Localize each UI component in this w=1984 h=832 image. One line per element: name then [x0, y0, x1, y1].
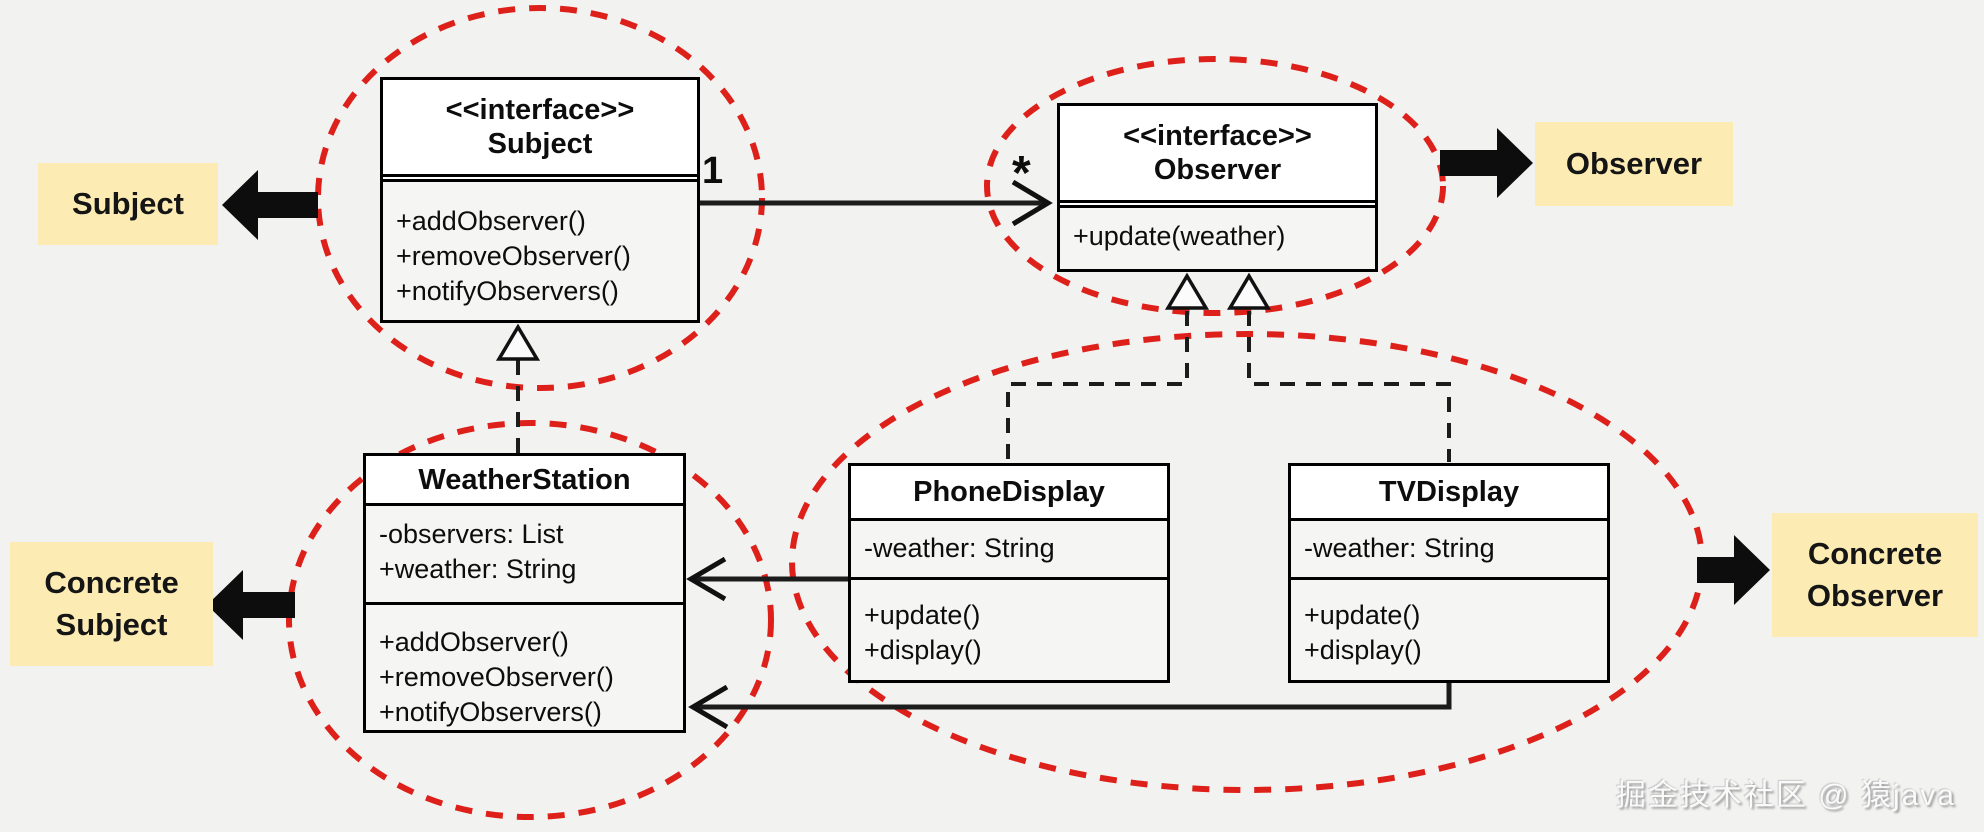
concrete-subject-callout-arrow-icon — [207, 570, 295, 640]
subject-group-ellipse — [315, 5, 765, 391]
stereotype-label: <<interface>> — [1123, 120, 1312, 152]
multiplicity-one: 1 — [702, 150, 724, 192]
method-item: +notifyObservers() — [379, 697, 602, 727]
class-title-tvdisplay: TVDisplay — [1291, 466, 1607, 521]
tvdisplay-weatherstation-line — [694, 682, 1452, 710]
watermark-text: 掘金技术社区 @ 猿java — [1615, 779, 1956, 812]
role-label-text: Subject — [55, 607, 168, 642]
role-label-subject: Subject — [38, 163, 218, 245]
method-item: +removeObserver() — [396, 241, 631, 271]
class-name: PhoneDisplay — [913, 476, 1105, 508]
methods-compartment-tvdisplay: +update() +display() — [1291, 580, 1607, 668]
method-item: +addObserver() — [396, 206, 586, 236]
tvdisplay-weatherstation-arrowhead-icon — [688, 684, 729, 730]
method-item: +display() — [1304, 635, 1422, 665]
role-label-text: Observer — [1806, 578, 1944, 613]
role-label-text: Subject — [72, 186, 184, 221]
subject-callout-arrow-icon — [222, 170, 318, 240]
role-label-observer: Observer — [1535, 122, 1733, 206]
methods-compartment-phonedisplay: +update() +display() — [851, 580, 1167, 668]
class-box-phonedisplay: PhoneDisplay -weather: String +update() … — [848, 463, 1170, 683]
role-label-text: Observer — [1565, 146, 1703, 181]
interface-divider — [1060, 203, 1375, 208]
method-item: +addObserver() — [379, 627, 569, 657]
multiplicity-many: * — [1012, 147, 1031, 200]
class-name: TVDisplay — [1378, 476, 1520, 508]
class-title-subject: <<interface>> Subject — [383, 80, 697, 177]
class-box-weatherstation: WeatherStation -observers: List +weather… — [363, 453, 686, 733]
class-box-tvdisplay: TVDisplay -weather: String +update() +di… — [1288, 463, 1610, 683]
concrete-observer-callout-arrow-icon — [1697, 535, 1770, 605]
observer-group-ellipse — [984, 56, 1446, 316]
subject-generalization-triangle-icon — [495, 323, 541, 361]
phonedisplay-observer-generalization-line — [1006, 311, 1189, 462]
attributes-compartment-phonedisplay: -weather: String — [851, 521, 1167, 580]
role-label-concrete-subject: Concrete Subject — [10, 542, 213, 666]
stereotype-label: <<interface>> — [445, 94, 635, 126]
attribute-item: +weather: String — [379, 554, 577, 584]
class-name: Observer — [1153, 154, 1282, 186]
class-name: Subject — [487, 128, 593, 160]
concrete-subject-group-ellipse — [286, 420, 774, 820]
method-item: +update() — [1304, 600, 1421, 630]
class-title-phonedisplay: PhoneDisplay — [851, 466, 1167, 521]
role-label-text: Concrete — [44, 565, 179, 600]
tvdisplay-observer-generalization-line — [1247, 311, 1451, 462]
class-box-observer: <<interface>> Observer +update(weather) — [1057, 103, 1378, 272]
phonedisplay-weatherstation-arrowhead-icon — [686, 556, 727, 602]
attributes-compartment-weatherstation: -observers: List +weather: String — [366, 506, 683, 605]
methods-compartment-observer: +update(weather) — [1060, 208, 1375, 254]
observer-callout-arrow-icon — [1440, 128, 1533, 198]
method-item: +notifyObservers() — [396, 276, 619, 306]
role-label-concrete-observer: Concrete Observer — [1772, 513, 1978, 637]
observer-generalization-triangle-right-icon — [1226, 272, 1272, 310]
methods-compartment-subject: +addObserver() +removeObserver() +notify… — [383, 182, 697, 309]
method-item: +update(weather) — [1073, 221, 1286, 251]
attributes-compartment-tvdisplay: -weather: String — [1291, 521, 1607, 580]
method-item: +update() — [864, 600, 981, 630]
role-label-text: Concrete — [1807, 536, 1943, 571]
class-title-weatherstation: WeatherStation — [366, 456, 683, 506]
subject-observer-arrowhead-icon — [1011, 179, 1053, 227]
attribute-item: -weather: String — [864, 533, 1055, 563]
attribute-item: -observers: List — [379, 519, 564, 549]
methods-compartment-weatherstation: +addObserver() +removeObserver() +notify… — [366, 605, 683, 730]
interface-divider — [383, 177, 697, 182]
method-item: +display() — [864, 635, 982, 665]
class-title-observer: <<interface>> Observer — [1060, 106, 1375, 203]
class-box-subject: <<interface>> Subject +addObserver() +re… — [380, 77, 700, 323]
attribute-item: -weather: String — [1304, 533, 1495, 563]
class-name: WeatherStation — [418, 463, 631, 496]
method-item: +removeObserver() — [379, 662, 614, 692]
observer-generalization-triangle-left-icon — [1164, 272, 1210, 310]
